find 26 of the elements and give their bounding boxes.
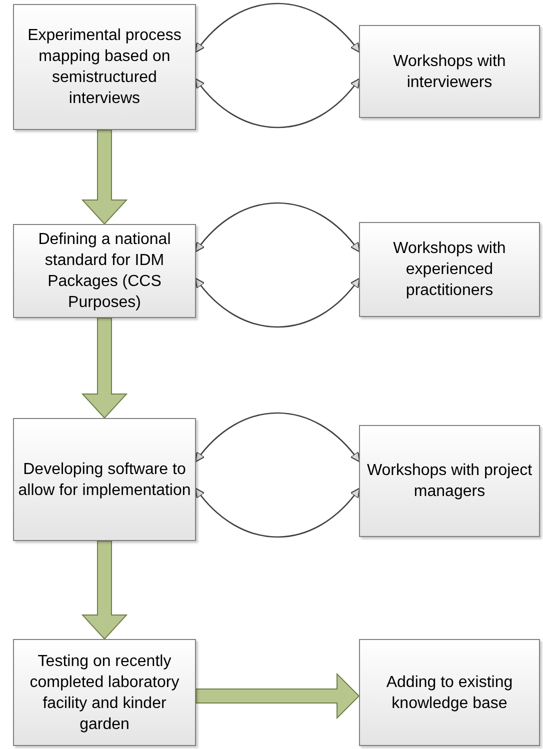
process-box: [13, 4, 196, 130]
box-text: Workshops with experienced practitioners: [392, 239, 507, 301]
process-box: [359, 425, 540, 537]
process-box: [359, 222, 540, 317]
curved-arrow: [194, 278, 360, 328]
box-text: Adding to existing knowledge base: [385, 672, 514, 714]
box-text: Workshops with interviewers: [392, 52, 507, 92]
curved-arrow: [194, 202, 360, 252]
curved-arrow: [194, 78, 360, 128]
block-arrow: [81, 130, 128, 225]
box-text: Experimental process mapping based on semistructured interviews: [26, 26, 182, 109]
process-box: [13, 224, 196, 318]
box-text: Workshops with project managers: [366, 461, 534, 502]
block-arrow: [196, 672, 360, 720]
block-arrow: [81, 540, 128, 640]
curved-arrow: [194, 488, 360, 538]
block-arrow: [81, 318, 128, 419]
curved-arrow: [194, 412, 360, 462]
process-box: [359, 25, 540, 118]
curved-arrow: [194, 2, 360, 53]
process-box: [13, 639, 196, 746]
box-text: Testing on recently completed laboratory facility and kinder garden: [28, 652, 180, 734]
process-box: [13, 418, 196, 541]
process-box: [359, 639, 540, 746]
box-text: Developing software to allow for implementation: [18, 460, 191, 500]
box-text: Defining a national standard for IDM Packages (CCS Purposes): [37, 230, 172, 313]
